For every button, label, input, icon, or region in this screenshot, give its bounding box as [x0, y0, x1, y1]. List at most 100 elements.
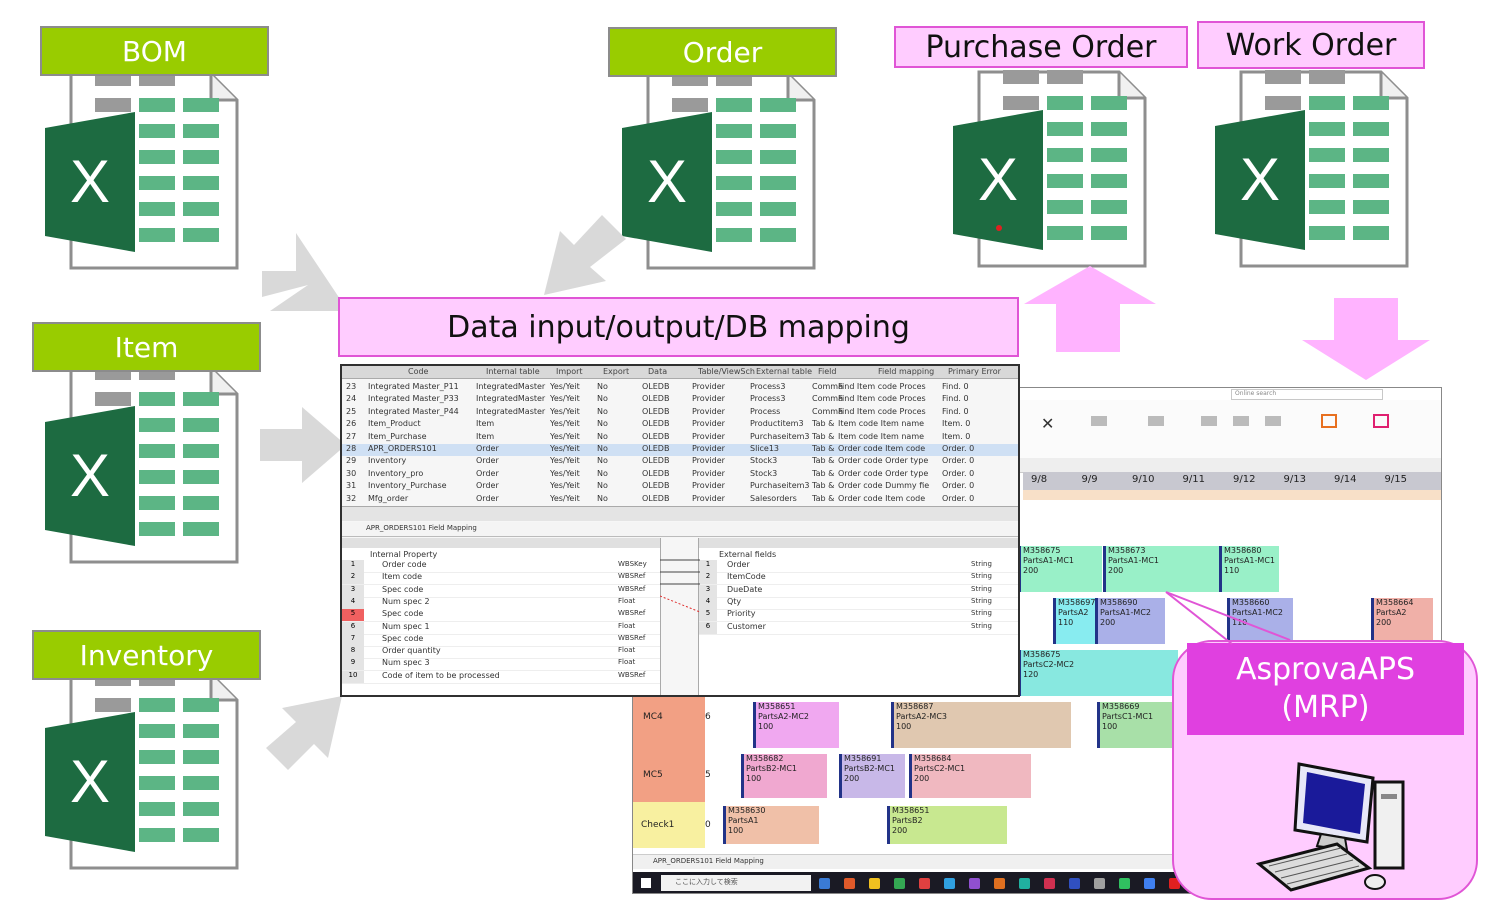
close-icon[interactable]: ✕ — [1041, 414, 1055, 433]
gantt-task-text: PartsA2-MC2 — [758, 712, 809, 721]
gantt-bottom-tab[interactable]: APR_ORDERS101 Field Mapping — [653, 857, 764, 865]
mapping-column-header[interactable]: Field mapping — [878, 367, 935, 376]
windows-start-icon[interactable] — [641, 878, 651, 888]
taskbar-app-icon[interactable] — [869, 878, 880, 889]
taskbar-app-icon[interactable] — [1119, 878, 1130, 889]
mapping-cell: 31 — [346, 481, 357, 491]
mapping-column-header[interactable]: Data — [648, 367, 668, 376]
order-gantt-icon[interactable] — [1373, 414, 1389, 428]
mapping-column-header[interactable]: Table/ViewSch — [698, 367, 755, 376]
ribbon-icon[interactable] — [1201, 416, 1217, 426]
mapping-cell: Inventory_pro — [368, 468, 424, 478]
taskbar-app-icon[interactable] — [919, 878, 930, 889]
mapping-cell: OLEDB — [642, 456, 670, 466]
mapping-cell: Mfg_order — [368, 493, 409, 503]
resource-check1[interactable]: Check1 0 — [633, 802, 711, 848]
taskbar-app-icon[interactable] — [1019, 878, 1030, 889]
ribbon-icon[interactable] — [1265, 416, 1281, 426]
mapping-cell: Item. 0 — [942, 419, 971, 429]
taskbar-app-icon[interactable] — [844, 878, 855, 889]
taskbar-app-icon[interactable] — [1069, 878, 1080, 889]
mapping-cell: Yes/Yeit — [550, 406, 580, 416]
taskbar-app-icon[interactable] — [1169, 878, 1180, 889]
taskbar-search[interactable]: ここに入力して検索 — [661, 875, 811, 891]
ribbon-icon[interactable] — [1148, 416, 1164, 426]
gantt-task-qty: 200 — [1376, 618, 1392, 627]
gantt-task-text: PartsA2-MC3 — [896, 712, 947, 721]
mapping-cell: Tab & — [812, 444, 835, 453]
gantt-task-id: M358664 — [1376, 598, 1414, 607]
mapping-column-header[interactable]: Export — [603, 367, 630, 376]
gantt-search[interactable]: Online search — [1231, 389, 1383, 400]
work-order-label: Work Order — [1197, 21, 1425, 69]
taskbar-app-icon[interactable] — [894, 878, 905, 889]
taskbar-app-icon[interactable] — [819, 878, 830, 889]
mapping-cell: Item code Item name — [838, 431, 925, 441]
mapping-column-header[interactable]: Internal table — [486, 367, 540, 376]
taskbar-app-icon[interactable] — [994, 878, 1005, 889]
taskbar-app-icon[interactable] — [1044, 878, 1055, 889]
taskbar-app-icon[interactable] — [944, 878, 955, 889]
mapping-column-header[interactable]: External table — [756, 367, 812, 376]
mapping-column-header[interactable]: Code — [408, 367, 429, 376]
resource-gantt-icon[interactable] — [1321, 414, 1337, 428]
bom-label: BOM — [40, 26, 269, 76]
mapping-column-header[interactable]: Primary Error — [948, 367, 1001, 376]
purchase-order-label-text: Purchase Order — [925, 29, 1157, 65]
ribbon-icon[interactable] — [1233, 416, 1249, 426]
resource-mc5[interactable]: MC5 5 — [633, 750, 711, 800]
mapping-column-header[interactable]: Field — [818, 367, 837, 376]
field-mapping-tab[interactable]: APR_ORDERS101 Field Mapping — [366, 524, 477, 532]
internal-field-name: Code of item to be processed — [382, 670, 500, 680]
taskbar-app-icon[interactable] — [1144, 878, 1155, 889]
mapping-column-header[interactable]: Import — [556, 367, 583, 376]
gantt-task-text: PartsA1-MC1 — [1224, 556, 1275, 565]
taskbar-app-icon[interactable] — [969, 878, 980, 889]
ribbon-icon[interactable] — [1091, 416, 1107, 426]
taskbar-app-icon[interactable] — [1094, 878, 1105, 889]
resource-mc4[interactable]: MC4 6 — [633, 688, 711, 748]
internal-field-index: 5 — [342, 609, 364, 622]
